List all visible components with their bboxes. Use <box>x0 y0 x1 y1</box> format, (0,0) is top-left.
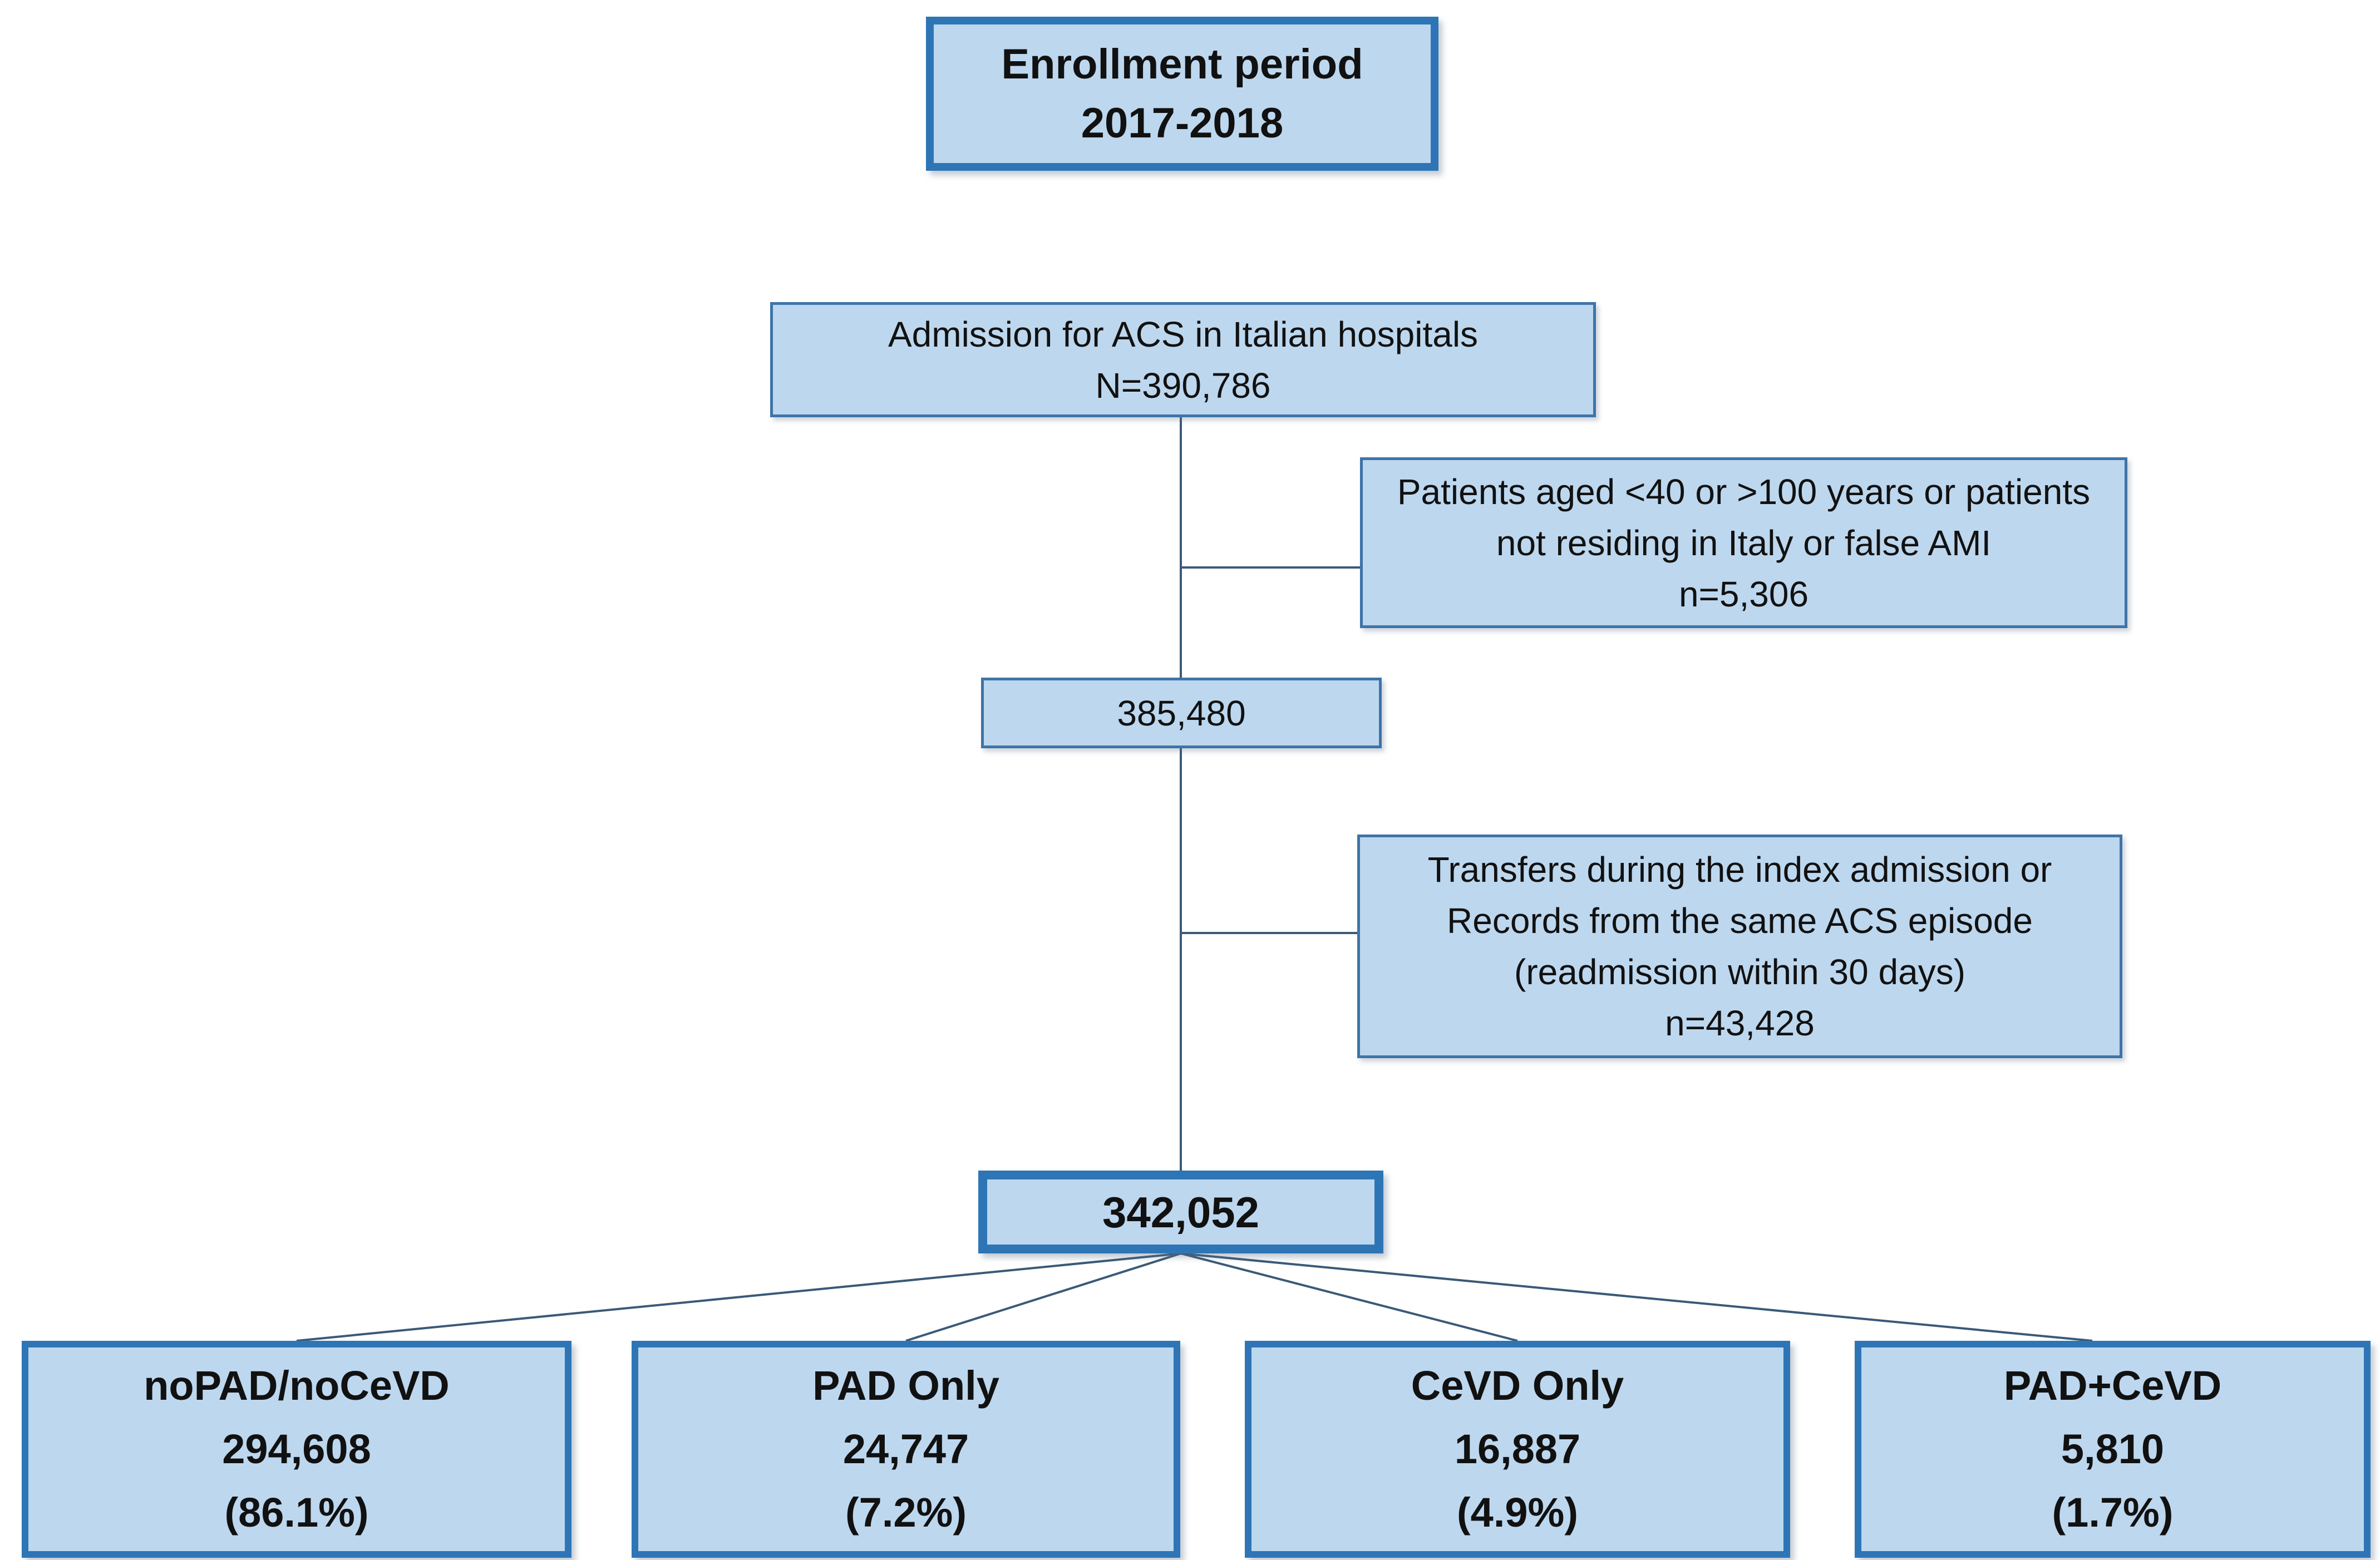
count-342052-value: 342,052 <box>1102 1187 1259 1237</box>
group-pad-cevd-percent: (1.7%) <box>2052 1489 2174 1536</box>
exclusion-age-count: n=5,306 <box>1678 574 1809 614</box>
exclusion-age-text-2: not residing in Italy or false AMI <box>1496 522 1992 563</box>
exclusion-age-text-1: Patients aged <40 or >100 years or patie… <box>1397 471 2091 512</box>
exclusion-transfers-text-3: (readmission within 30 days) <box>1514 952 1965 992</box>
node-group-pad-cevd: PAD+CeVD 5,810 (1.7%) <box>1855 1341 2371 1558</box>
exclusion-transfers-text-2: Records from the same ACS episode <box>1447 901 2033 941</box>
node-enrollment-period: Enrollment period 2017-2018 <box>926 17 1438 171</box>
node-count-385480: 385,480 <box>981 678 1382 748</box>
group-cevd-only-count: 16,887 <box>1454 1426 1581 1472</box>
enrollment-period-label: Enrollment period <box>1001 40 1363 88</box>
node-admission: Admission for ACS in Italian hospitals N… <box>770 302 1596 417</box>
group-pad-cevd-label: PAD+CeVD <box>2003 1362 2222 1409</box>
group-pad-only-percent: (7.2%) <box>845 1489 967 1536</box>
group-cevd-only-label: CeVD Only <box>1411 1362 1624 1409</box>
node-group-nopad-nocevd: noPAD/noCeVD 294,608 (86.1%) <box>22 1341 571 1558</box>
exclusion-transfers-text-1: Transfers during the index admission or <box>1427 850 2052 890</box>
admission-label: Admission for ACS in Italian hospitals <box>888 314 1479 354</box>
node-exclusion-age: Patients aged <40 or >100 years or patie… <box>1360 457 2127 628</box>
connector-342052-to-group-4 <box>1180 1252 2093 1342</box>
exclusion-transfers-count: n=43,428 <box>1665 1003 1815 1043</box>
group-pad-only-count: 24,747 <box>842 1426 969 1472</box>
group-nopad-nocevd-label: noPAD/noCeVD <box>144 1362 450 1409</box>
enrollment-period-years: 2017-2018 <box>1081 99 1284 147</box>
admission-count: N=390,786 <box>1095 365 1271 406</box>
group-pad-only-label: PAD Only <box>812 1362 999 1409</box>
node-exclusion-transfers: Transfers during the index admission or … <box>1357 835 2122 1058</box>
node-count-342052: 342,052 <box>978 1171 1383 1253</box>
connector-342052-to-group-1 <box>296 1252 1181 1342</box>
node-group-pad-only: PAD Only 24,747 (7.2%) <box>632 1341 1180 1558</box>
group-nopad-nocevd-count: 294,608 <box>222 1426 371 1472</box>
node-group-cevd-only: CeVD Only 16,887 (4.9%) <box>1245 1341 1790 1558</box>
connector-342052-to-group-3 <box>1180 1252 1518 1342</box>
group-pad-cevd-count: 5,810 <box>2061 1426 2165 1472</box>
count-385480-value: 385,480 <box>1117 693 1246 733</box>
connector-342052-to-group-2 <box>905 1252 1181 1342</box>
group-nopad-nocevd-percent: (86.1%) <box>224 1489 369 1536</box>
group-cevd-only-percent: (4.9%) <box>1457 1489 1578 1536</box>
